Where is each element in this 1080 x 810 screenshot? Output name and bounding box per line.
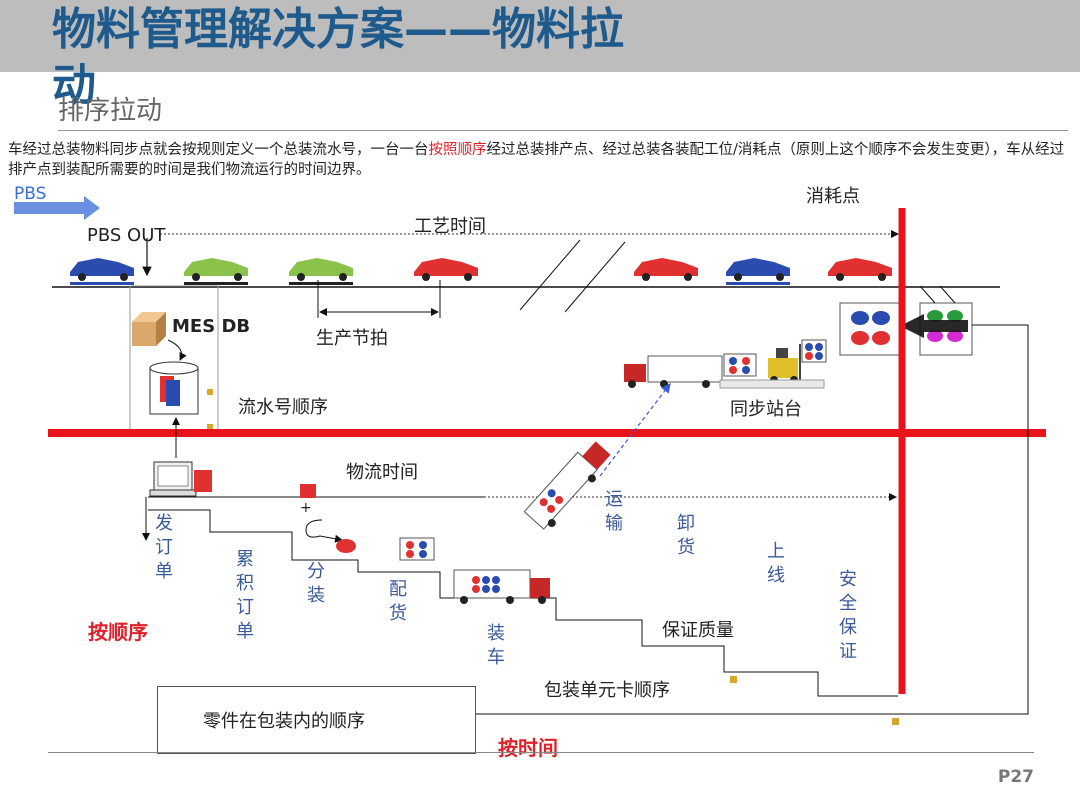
truck-transport — [524, 437, 615, 533]
truck-sync — [624, 356, 722, 388]
small-marker-1 — [207, 389, 213, 395]
step-unloading: 卸货 — [676, 512, 696, 560]
mes-db-label: MES DB — [172, 316, 250, 337]
step-distribution: 配货 — [388, 578, 408, 626]
step-online: 上线 — [766, 540, 786, 588]
break-mark-2 — [565, 242, 625, 312]
car-red-1 — [414, 258, 478, 281]
car-green-2 — [289, 258, 353, 285]
step-issue-order: 发订单 — [154, 512, 174, 584]
process-time-label: 工艺时间 — [414, 212, 486, 238]
pbs-label: PBS — [14, 184, 46, 204]
forklift-rack — [802, 340, 826, 362]
step-safety: 安全保证 — [838, 568, 858, 664]
by-sequence-label: 按顺序 — [88, 616, 148, 645]
computer-icon — [150, 462, 212, 496]
sync-rack — [724, 354, 756, 376]
divide-result-icon — [336, 539, 356, 553]
takt-label: 生产节拍 — [316, 324, 388, 350]
serial-order-label: 流水号顺序 — [238, 393, 328, 419]
sync-platform — [720, 380, 824, 388]
step-loading: 装车 — [486, 622, 506, 670]
forklift-icon — [768, 344, 800, 384]
car-green-1 — [184, 258, 248, 285]
small-marker-4 — [892, 718, 899, 725]
car-blue-1 — [70, 258, 134, 285]
truck-loading — [454, 570, 550, 604]
by-time-label: 按时间 — [498, 732, 558, 761]
pack-card-order-label: 包装单元卡顺序 — [544, 676, 670, 702]
consumption-point-label: 消耗点 — [806, 182, 860, 208]
consumption-link-1 — [920, 286, 935, 303]
mes-db-icon — [132, 312, 166, 346]
logistics-time-label: 物流时间 — [346, 458, 418, 484]
car-blue-2 — [726, 258, 790, 285]
database-icon — [150, 362, 198, 414]
divide-tool-icon — [306, 520, 342, 540]
break-mark-1 — [520, 240, 580, 310]
page-number: P27 — [998, 767, 1034, 787]
parts-in-pack-box: 零件在包装内的顺序 — [157, 686, 476, 754]
mes-to-db-arrow — [168, 340, 182, 360]
consumption-link-2 — [940, 286, 955, 303]
step-transport: 运输 — [604, 488, 624, 536]
pbs-out-label: PBS OUT — [87, 225, 165, 246]
consumption-rack-left — [840, 303, 902, 355]
process-staircase — [148, 510, 898, 696]
car-red-3 — [828, 258, 892, 281]
quality-label: 保证质量 — [662, 616, 734, 642]
parts-in-pack-label: 零件在包装内的顺序 — [203, 707, 365, 733]
distribution-rack — [400, 538, 434, 560]
step-subassembly: 分装 — [306, 560, 326, 608]
footer-divider — [48, 752, 1034, 753]
plus-label: + — [300, 500, 312, 516]
divide-part-icon — [300, 484, 316, 498]
step-accumulate-order: 累积订单 — [235, 548, 255, 644]
car-red-2 — [634, 258, 698, 281]
sync-station-label: 同步站台 — [730, 395, 802, 421]
small-marker-3 — [730, 676, 737, 683]
